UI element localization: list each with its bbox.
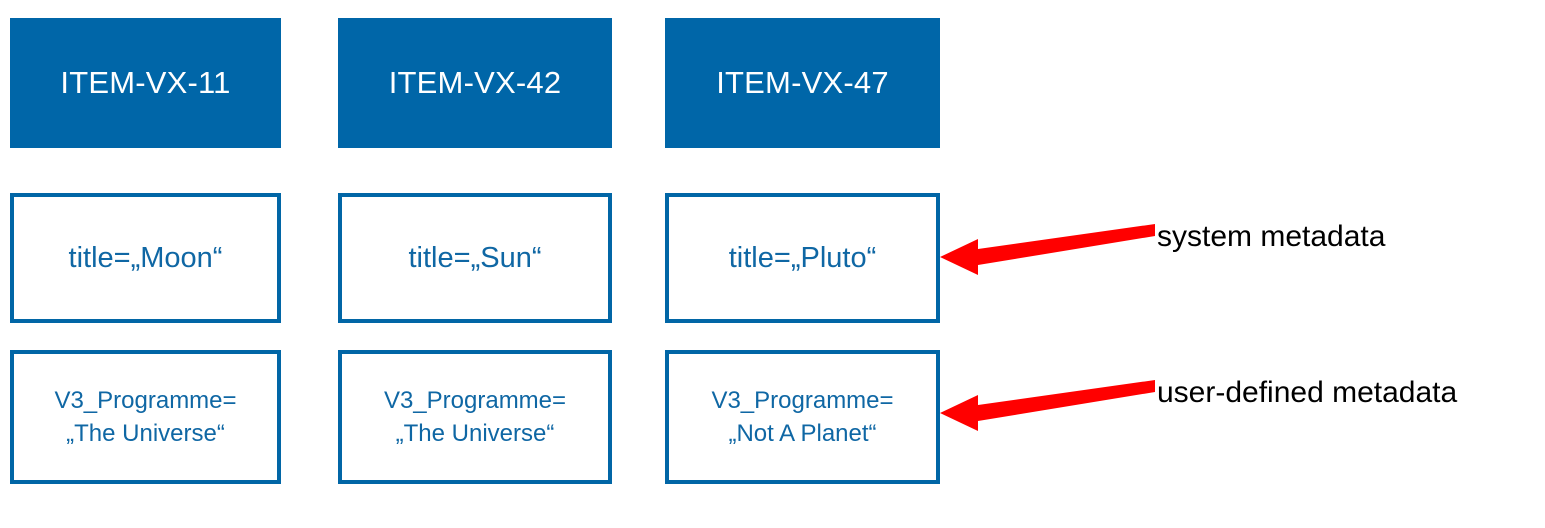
item-header-label-2: ITEM-VX-42 [388, 65, 562, 100]
user-metadata-key-2: V3_Programme= [383, 386, 567, 414]
system-metadata-label-3: title=„Pluto“ [728, 241, 877, 274]
item-header-box-2: ITEM-VX-42 [338, 18, 612, 148]
system-metadata-box-1: title=„Moon“ [10, 193, 281, 323]
system-metadata-label-1: title=„Moon“ [68, 241, 223, 274]
user-metadata-value-2: „The Universe“ [395, 420, 555, 447]
user-metadata-text-2: V3_Programme= „The Universe“ [384, 384, 566, 450]
item-header-label-1: ITEM-VX-11 [60, 65, 231, 100]
user-metadata-box-3: V3_Programme= „Not A Planet“ [665, 350, 940, 484]
item-header-box-1: ITEM-VX-11 [10, 18, 281, 148]
user-metadata-value-1: „The Universe“ [66, 420, 225, 447]
user-metadata-text-1: V3_Programme= „The Universe“ [54, 384, 236, 450]
user-defined-metadata-arrow [940, 380, 1155, 431]
system-metadata-box-2: title=„Sun“ [338, 193, 612, 323]
user-metadata-value-3: „Not A Planet“ [728, 420, 877, 447]
item-header-label-3: ITEM-VX-47 [716, 65, 889, 100]
system-metadata-box-3: title=„Pluto“ [665, 193, 940, 323]
system-metadata-annotation-label: system metadata [1157, 220, 1386, 253]
user-metadata-key-3: V3_Programme= [711, 386, 894, 414]
user-metadata-text-3: V3_Programme= „Not A Planet“ [711, 384, 893, 450]
item-header-box-3: ITEM-VX-47 [665, 18, 940, 148]
user-defined-metadata-annotation-label: user-defined metadata [1157, 376, 1458, 409]
user-metadata-box-2: V3_Programme= „The Universe“ [338, 350, 612, 484]
user-metadata-key-1: V3_Programme= [54, 386, 237, 414]
system-metadata-arrow [940, 224, 1155, 275]
user-metadata-box-1: V3_Programme= „The Universe“ [10, 350, 281, 484]
system-metadata-label-2: title=„Sun“ [408, 241, 542, 274]
